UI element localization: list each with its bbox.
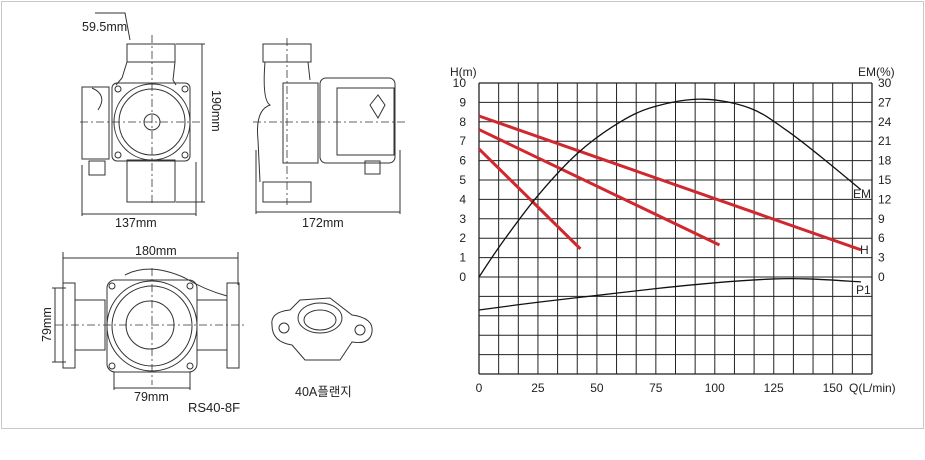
front-view-drawing <box>80 12 205 216</box>
bottom-view-drawing <box>52 252 245 390</box>
dim-bottom-length-label: 180mm <box>135 244 177 258</box>
y-right-tick-label: 27 <box>878 95 892 109</box>
x-tick-label: 125 <box>764 381 784 395</box>
curve-label-p1: P1 <box>856 283 871 297</box>
y-right-tick-label: 24 <box>878 115 892 129</box>
y-left-tick-label: 2 <box>459 231 466 245</box>
side-view-drawing <box>253 38 408 214</box>
dim-side-width-label: 172mm <box>302 216 344 230</box>
y-right-tick-label: 0 <box>878 270 885 284</box>
series-em-line <box>478 98 862 278</box>
model-label: RS40-8F <box>188 400 241 415</box>
dim-front-width-label: 137mm <box>115 216 157 230</box>
y-left-tick-label: 3 <box>459 212 466 226</box>
x-tick-label: 150 <box>823 381 843 395</box>
series-h-line <box>478 114 862 252</box>
flange-drawing <box>271 297 373 361</box>
y-right-tick-label: 15 <box>878 173 892 187</box>
x-tick-label: 50 <box>590 381 604 395</box>
y-right-tick-label: 6 <box>878 231 885 245</box>
y-left-tick-label: 9 <box>459 95 466 109</box>
dim-bottom-width-label: 79mm <box>134 390 169 404</box>
curve-label-h: H <box>860 243 869 257</box>
x-tick-label: 25 <box>531 381 545 395</box>
curve-label-em: EM <box>853 187 871 201</box>
y-right-tick-label: 3 <box>878 251 885 265</box>
dim-inlet-label: 59.5mm <box>82 20 128 34</box>
y-left-tick-label: 6 <box>459 154 466 168</box>
y-left-tick-label: 8 <box>459 115 466 129</box>
x-axis-title: Q(L/min) <box>849 381 896 395</box>
x-tick-label: 100 <box>705 381 725 395</box>
x-tick-label: 75 <box>649 381 663 395</box>
series-h-mid-line <box>478 128 721 247</box>
y-left-tick-label: 5 <box>459 173 466 187</box>
y-right-tick-label: 18 <box>878 154 892 168</box>
y-left-tick-label: 7 <box>459 134 466 148</box>
frame-border <box>1 1 924 429</box>
y-left-tick-label: 0 <box>459 270 466 284</box>
y-left-tick-label: 1 <box>459 251 466 265</box>
x-tick-label: 0 <box>476 381 483 395</box>
y-right-tick-label: 30 <box>878 76 892 90</box>
y-left-tick-label: 4 <box>459 192 466 206</box>
y-left-tick-label: 10 <box>453 76 467 90</box>
y-right-tick-label: 12 <box>878 192 892 206</box>
y-right-tick-label: 9 <box>878 212 885 226</box>
y-right-axis-title: EM(%) <box>858 65 895 79</box>
y-right-tick-label: 21 <box>878 134 892 148</box>
y-left-axis-title: H(m) <box>450 65 477 79</box>
series-p1-line <box>478 277 861 311</box>
flange-label: 40A플랜지 <box>295 385 352 399</box>
pump-drawings <box>52 12 408 390</box>
series-h-low-line <box>477 147 582 250</box>
